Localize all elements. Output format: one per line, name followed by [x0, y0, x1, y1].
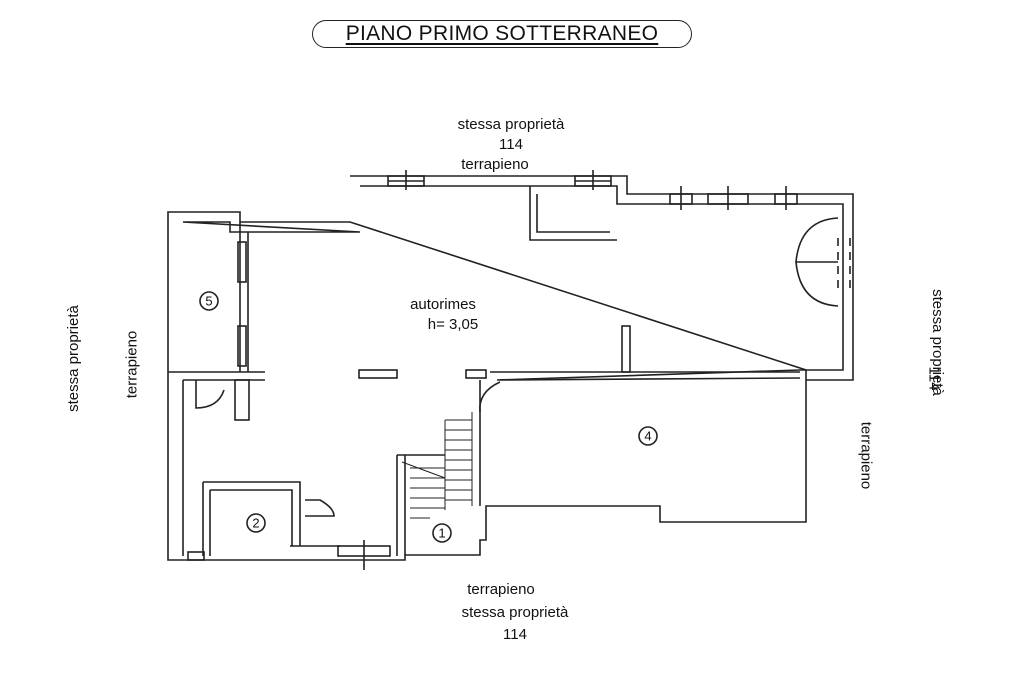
- outer-wall: [167, 175, 854, 561]
- top-fill-label: terrapieno: [461, 156, 529, 173]
- window: [187, 551, 205, 561]
- door-swing: [479, 381, 501, 413]
- closet-wall: [529, 186, 617, 241]
- title-frame: PIANO PRIMO SOTTERRANEO: [312, 20, 692, 48]
- room-number-1: 1: [438, 526, 445, 541]
- room5-top-wall-2: [499, 377, 801, 381]
- top-number-label: 114: [499, 136, 523, 153]
- left-owner-label: stessa proprietà: [64, 305, 82, 412]
- bottom-fill-label: terrapieno: [467, 581, 535, 598]
- right-number-label: 114: [925, 366, 943, 391]
- right-fill-label: terrapieno: [857, 421, 875, 490]
- room2-wall: [202, 481, 301, 556]
- room-circle-4: [199, 291, 219, 311]
- window: [237, 241, 247, 283]
- room-circle-5: [638, 426, 658, 446]
- closet-wall-2: [536, 194, 610, 233]
- room-name-label: autorimes: [410, 296, 476, 313]
- partition: [621, 325, 631, 373]
- room-number-5: 4: [644, 429, 651, 444]
- window: [237, 325, 247, 367]
- room-number-2: 2: [252, 516, 259, 531]
- room-circle-1: [432, 523, 452, 543]
- door-swing: [795, 217, 839, 263]
- fixture: [358, 369, 398, 379]
- room-number-4: 5: [205, 294, 212, 309]
- left-fill-label: terrapieno: [123, 330, 141, 399]
- fixture: [465, 369, 487, 379]
- top-owner-label: stessa proprietà: [457, 116, 565, 133]
- room-height-label: h= 3,05: [427, 316, 479, 333]
- bottom-owner-label: stessa proprietà: [461, 604, 569, 621]
- room-circle-2: [246, 513, 266, 533]
- door-swing: [795, 261, 839, 307]
- door-swing: [305, 499, 335, 517]
- door-swing: [195, 380, 225, 409]
- bottom-number-label: 114: [503, 626, 527, 643]
- inner-wall: [182, 185, 844, 381]
- wall-stub: [234, 379, 250, 421]
- room2-wall-2: [209, 489, 293, 556]
- plan-title: PIANO PRIMO SOTTERRANEO: [345, 22, 659, 45]
- staircase: [401, 412, 473, 519]
